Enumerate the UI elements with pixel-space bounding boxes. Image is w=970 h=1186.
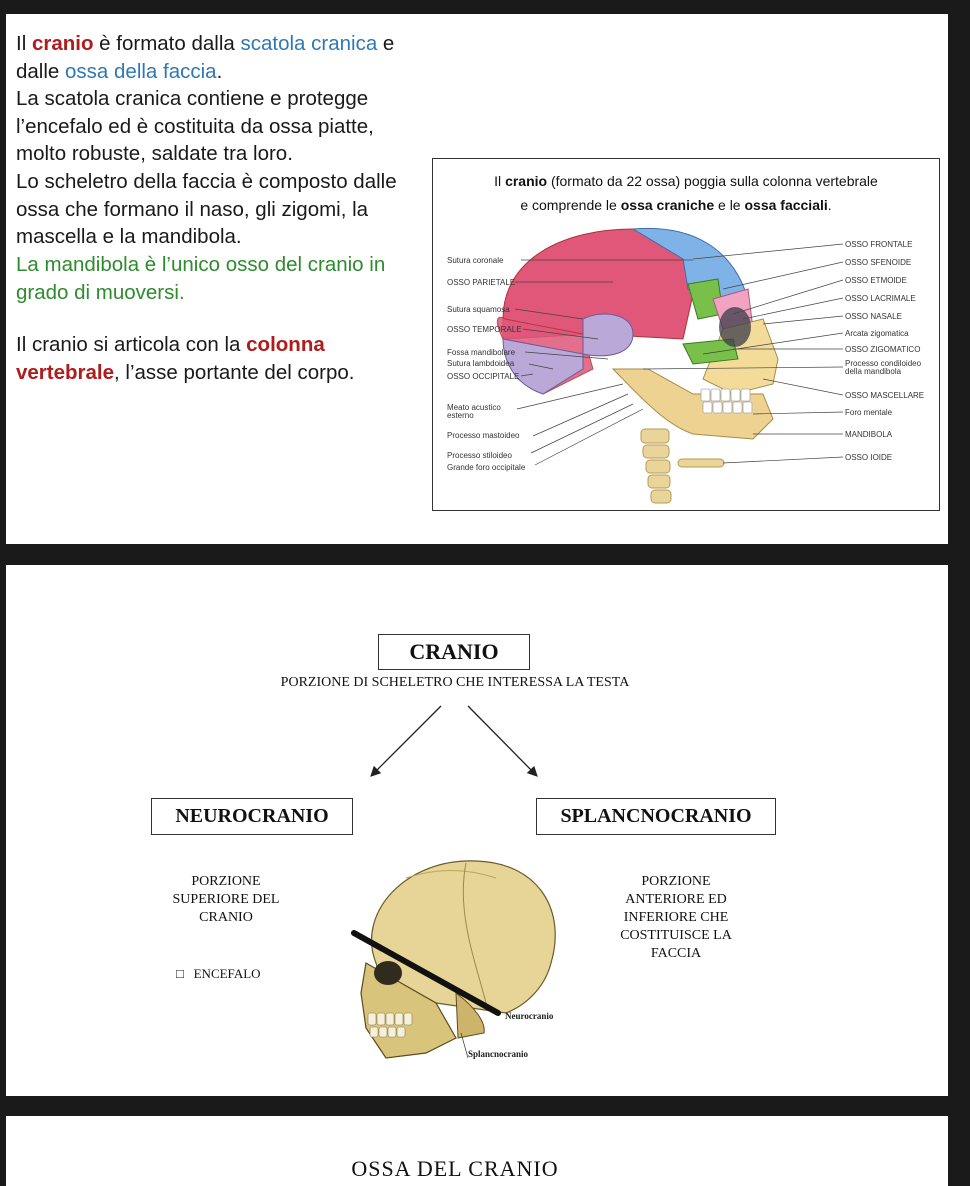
intro-paragraph-4: La mandibola è l’unico osso del cranio i… bbox=[16, 253, 386, 304]
label-grande-foro-occipitale: Grande foro occipitale bbox=[447, 463, 526, 472]
label-osso-sfenoide: OSSO SFENOIDE bbox=[845, 258, 912, 267]
intro-paragraph-1: Il cranio è formato dalla scatola cranic… bbox=[16, 32, 395, 83]
label-osso-etmoide: OSSO ETMOIDE bbox=[845, 276, 907, 285]
label-osso-occipitale: OSSO OCCIPITALE bbox=[447, 372, 520, 381]
figure-caption-line1: Il cranio (formato da 22 ossa) poggia su… bbox=[494, 173, 878, 189]
slide-ossa-del-cranio: OSSA DEL CRANIO bbox=[6, 1116, 948, 1186]
skull-figure: Il cranio (formato da 22 ossa) poggia su… bbox=[432, 158, 940, 511]
intro-paragraph-5: Il cranio si articola con la colonna ver… bbox=[16, 333, 355, 384]
label-osso-frontale: OSSO FRONTALE bbox=[845, 240, 913, 249]
splancnocranio-box: SPLANCNOCRANIO bbox=[536, 798, 776, 835]
slide-cranio-intro: Il cranio è formato dalla scatola cranic… bbox=[6, 14, 948, 544]
label-sutura-coronale: Sutura coronale bbox=[447, 256, 504, 265]
label-processo-stiloideo: Processo stiloideo bbox=[447, 451, 512, 460]
intro-paragraph-2: La scatola cranica contiene e protegge l… bbox=[16, 87, 374, 165]
skull-lateral-illustration bbox=[496, 227, 844, 504]
neurocranio-description: PORZIONE SUPERIORE DEL CRANIO bbox=[172, 874, 280, 925]
label-mandibola: MANDIBOLA bbox=[845, 430, 893, 439]
label-sutura-squamosa: Sutura squamosa bbox=[447, 305, 510, 314]
label-sutura-lambdoidea: Sutura lambdoidea bbox=[447, 359, 515, 368]
label-osso-parietale: OSSO PARIETALE bbox=[447, 278, 516, 287]
label-osso-ioide: OSSO IOIDE bbox=[845, 453, 893, 462]
label-osso-mascellare: OSSO MASCELLARE bbox=[845, 391, 925, 400]
label-processo-mastoideo: Processo mastoideo bbox=[447, 431, 520, 440]
diagram-arrows bbox=[370, 705, 538, 777]
label-della-mandibola: della mandibola bbox=[845, 367, 902, 376]
neurocranio-box: NEUROCRANIO bbox=[151, 798, 353, 835]
cranio-subtitle: PORZIONE DI SCHELETRO CHE INTERESSA LA T… bbox=[280, 675, 630, 690]
cranio-title-box: CRANIO bbox=[378, 634, 530, 670]
label-neurocranio: Neurocranio bbox=[505, 1011, 554, 1021]
label-processo-condiloideo: Processo condiloideo bbox=[845, 359, 922, 368]
intro-paragraph-3: Lo scheletro della faccia è composto dal… bbox=[16, 170, 397, 248]
splancnocranio-description: PORZIONE ANTERIORE ED INFERIORE CHE COST… bbox=[620, 874, 732, 961]
label-meato-acustico: Meato acustico bbox=[447, 403, 501, 412]
label-meato-esterno: esterno bbox=[447, 411, 474, 420]
label-osso-zigomatico: OSSO ZIGOMATICO bbox=[845, 345, 921, 354]
label-fossa-mandibolare: Fossa mandibolare bbox=[447, 348, 516, 357]
label-arcata-zigomatica: Arcata zigomatica bbox=[845, 329, 909, 338]
label-splancnocranio: Splancnocranio bbox=[468, 1049, 529, 1059]
bullet-box-glyph: □ bbox=[176, 966, 184, 981]
arrow-to-neurocranio bbox=[370, 705, 442, 777]
arrow-to-splancnocranio bbox=[467, 705, 538, 777]
label-foro-mentale: Foro mentale bbox=[845, 408, 893, 417]
skull-split-illustration bbox=[351, 860, 556, 1059]
neurocranio-bullet: □ ENCEFALO bbox=[176, 966, 261, 981]
figure-caption-line2: e comprende le ossa craniche e le ossa f… bbox=[520, 197, 832, 213]
next-slide-title: OSSA DEL CRANIO bbox=[351, 1156, 559, 1181]
label-osso-temporale: OSSO TEMPORALE bbox=[447, 325, 522, 334]
slide-cranio-diagram: CRANIO PORZIONE DI SCHELETRO CHE INTERES… bbox=[6, 565, 948, 1096]
label-osso-nasale: OSSO NASALE bbox=[845, 312, 902, 321]
label-osso-lacrimale: OSSO LACRIMALE bbox=[845, 294, 916, 303]
